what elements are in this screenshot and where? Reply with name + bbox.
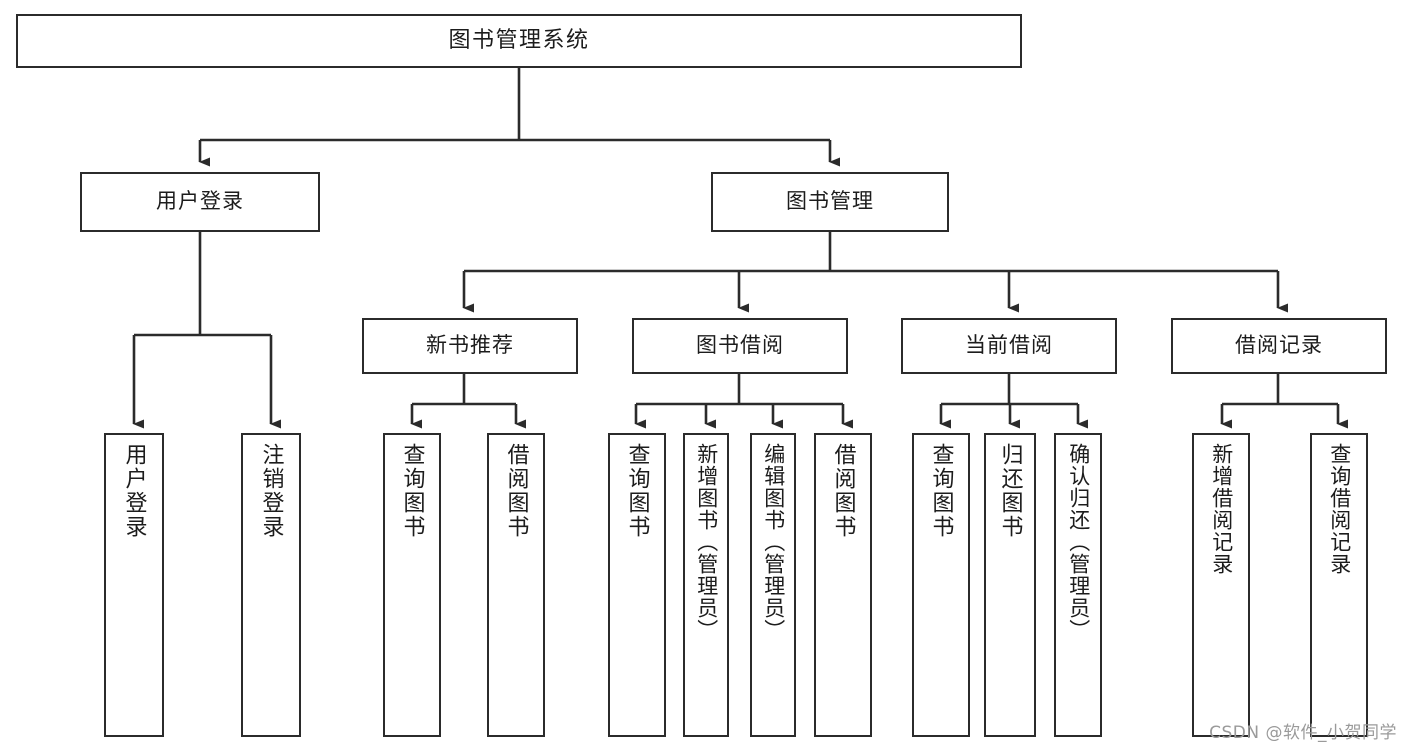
node-leaf-query-book-cu[interactable]: 查询图书: [912, 433, 970, 737]
node-label: 编辑图书（管理员）: [761, 443, 786, 641]
node-leaf-query-book-nb[interactable]: 查询图书: [383, 433, 441, 737]
node-label: 查询图书: [399, 443, 425, 539]
node-leaf-add-borrow-record[interactable]: 新增借阅记录: [1192, 433, 1250, 737]
node-label: 用户登录: [121, 443, 147, 539]
node-label: 借阅图书: [503, 443, 529, 539]
node-label: 图书借阅: [696, 333, 784, 358]
node-leaf-add-book-admin[interactable]: 新增图书（管理员）: [683, 433, 729, 737]
node-label: 查询借阅记录: [1327, 443, 1352, 575]
node-leaf-confirm-return-admin[interactable]: 确认归还（管理员）: [1054, 433, 1102, 737]
node-label: 图书管理系统: [448, 27, 590, 53]
node-label: 当前借阅: [965, 333, 1053, 358]
node-label: 用户登录: [156, 189, 244, 214]
node-user-login[interactable]: 用户登录: [80, 172, 320, 232]
node-new-book-recommend[interactable]: 新书推荐: [362, 318, 578, 374]
node-label: 新书推荐: [426, 333, 514, 358]
node-label: 借阅图书: [830, 443, 856, 539]
node-leaf-edit-book-admin[interactable]: 编辑图书（管理员）: [750, 433, 796, 737]
node-label: 新增借阅记录: [1209, 443, 1234, 575]
node-leaf-query-borrow-record[interactable]: 查询借阅记录: [1310, 433, 1368, 737]
node-leaf-logout[interactable]: 注销登录: [241, 433, 301, 737]
node-label: 注销登录: [258, 443, 284, 539]
node-leaf-user-login[interactable]: 用户登录: [104, 433, 164, 737]
node-current-borrow[interactable]: 当前借阅: [901, 318, 1117, 374]
node-label: 借阅记录: [1235, 333, 1323, 358]
csdn-watermark: CSDN @软件_小贺同学: [1209, 723, 1397, 743]
node-book-borrow[interactable]: 图书借阅: [632, 318, 848, 374]
node-label: 图书管理: [786, 189, 874, 214]
node-leaf-borrow-book-bo[interactable]: 借阅图书: [814, 433, 872, 737]
node-root-system[interactable]: 图书管理系统: [16, 14, 1022, 68]
node-label: 新增图书（管理员）: [694, 443, 719, 641]
node-label: 归还图书: [997, 443, 1023, 539]
node-label: 查询图书: [624, 443, 650, 539]
node-borrow-records[interactable]: 借阅记录: [1171, 318, 1387, 374]
node-leaf-query-book-bo[interactable]: 查询图书: [608, 433, 666, 737]
node-leaf-return-book[interactable]: 归还图书: [984, 433, 1036, 737]
node-leaf-borrow-book-nb[interactable]: 借阅图书: [487, 433, 545, 737]
node-book-management[interactable]: 图书管理: [711, 172, 949, 232]
node-label: 确认归还（管理员）: [1066, 443, 1091, 641]
node-label: 查询图书: [928, 443, 954, 539]
